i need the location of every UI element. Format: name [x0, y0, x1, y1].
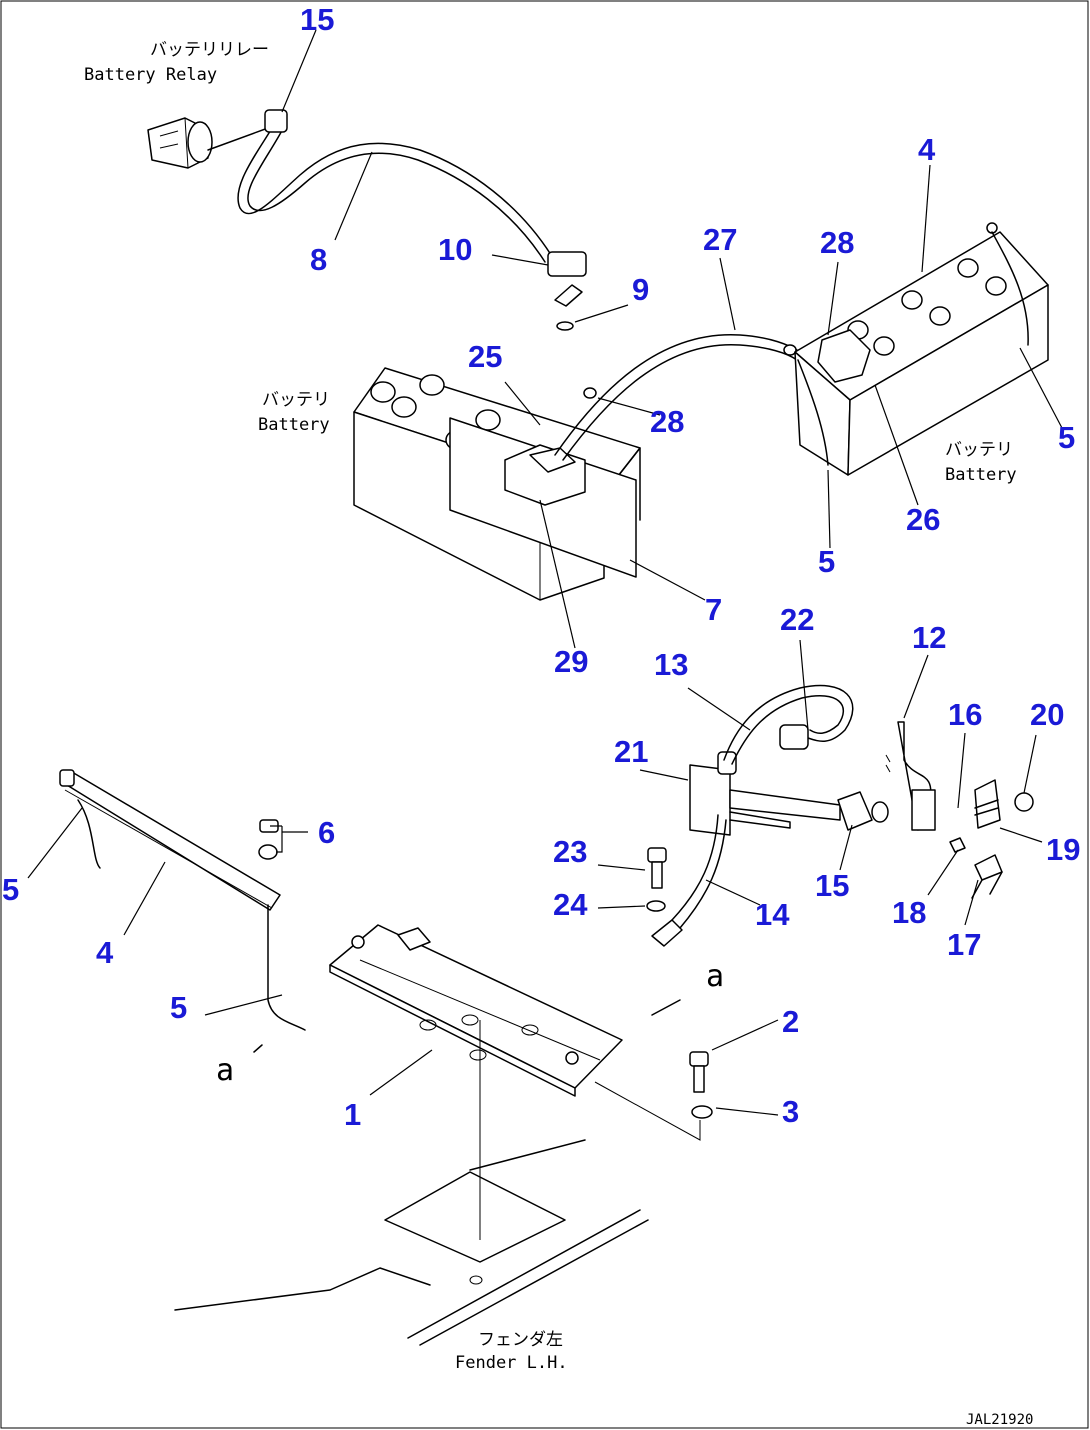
battery-right-label-en: Battery — [945, 465, 1017, 485]
fender-lh — [174, 1139, 649, 1346]
callout-15: 15 — [815, 868, 849, 903]
drawing-code: JAL21920 — [966, 1412, 1033, 1428]
callout-28-left: 28 — [650, 404, 684, 439]
callout-17: 17 — [947, 927, 981, 962]
callout-18: 18 — [892, 895, 926, 930]
callout-6: 6 — [318, 815, 335, 850]
battery-right-label-jp: バッテリ — [945, 440, 1013, 460]
callout-5-bottom: 5 — [170, 990, 187, 1025]
callout-11: 15 — [300, 2, 334, 37]
battery-right — [794, 222, 1049, 476]
ref-a-lower: a — [216, 1053, 234, 1088]
callout-23: 23 — [553, 834, 587, 869]
callout-24: 24 — [553, 887, 588, 922]
callout-5-right: 5 — [1058, 420, 1075, 455]
callout-29: 29 — [554, 644, 588, 679]
cable-8 — [237, 109, 587, 331]
callout-21: 21 — [614, 734, 648, 769]
cap-20 — [1014, 792, 1034, 812]
callout-20: 20 — [1030, 697, 1064, 732]
callout-2: 2 — [782, 1004, 799, 1039]
washer-18 — [949, 837, 966, 853]
battery-tray-1 — [329, 924, 623, 1240]
ref-a-upper: a — [706, 959, 724, 994]
callout-10: 10 — [438, 232, 472, 267]
callout-4-top: 4 — [918, 132, 936, 167]
terminal-cover-10 — [547, 251, 587, 277]
callout-5-mid: 5 — [818, 544, 835, 579]
leader-lines — [27, 29, 1063, 1116]
callout-8: 8 — [310, 242, 327, 277]
washer-3 — [691, 1105, 713, 1119]
battery-relay-label-en: Battery Relay — [84, 65, 217, 85]
callout-1: 1 — [344, 1097, 361, 1132]
switch-bracket-21 — [689, 751, 841, 836]
terminal-cover-26 — [817, 329, 871, 383]
callout-7: 7 — [705, 592, 722, 627]
bolt-23 — [647, 847, 667, 889]
terminal-nut-9 — [554, 284, 583, 307]
cable-14 — [651, 814, 727, 947]
callout-3: 3 — [782, 1094, 799, 1129]
washer-9 — [556, 321, 574, 331]
hold-down-bar-4 — [59, 769, 306, 1053]
clamp-28-a — [583, 387, 597, 399]
callout-5-left: 5 — [2, 872, 19, 907]
battery-relay-label-jp: バッテリリレー — [150, 40, 269, 60]
callout-26: 26 — [906, 502, 940, 537]
bracket-16 — [885, 721, 936, 831]
screw-17 — [971, 854, 1003, 899]
callout-22: 22 — [780, 602, 814, 637]
bolt-tip-a — [253, 1044, 263, 1053]
bolt-2 — [689, 1051, 709, 1093]
callout-25: 25 — [468, 339, 502, 374]
switch-15 — [837, 791, 889, 831]
battery-left-label-en: Battery — [258, 415, 330, 435]
cable-27 — [554, 334, 801, 461]
battery-left — [353, 367, 641, 601]
knob-19 — [974, 779, 1001, 829]
battery-left-label-jp: バッテリ — [262, 390, 330, 410]
washer-24 — [646, 900, 666, 912]
callout-16: 16 — [948, 697, 982, 732]
callout-28-top: 28 — [820, 225, 854, 260]
fender-label-jp: フェンダ左 — [478, 1330, 563, 1350]
fender-label-en: Fender L.H. — [455, 1353, 568, 1373]
callout-12: 12 — [912, 620, 946, 655]
battery-relay — [147, 117, 269, 169]
cable-13 — [723, 684, 854, 765]
callout-9: 9 — [632, 272, 649, 307]
clamp-28-b — [783, 344, 797, 356]
callout-14: 14 — [755, 897, 790, 932]
callout-19: 19 — [1046, 832, 1080, 867]
cap-22 — [779, 724, 809, 750]
callouts: 15 8 10 9 27 28 4 5 26 5 28 25 29 7 22 1… — [2, 2, 1080, 1132]
callout-27: 27 — [703, 222, 737, 257]
callout-4-left: 4 — [96, 935, 114, 970]
callout-13: 13 — [654, 647, 688, 682]
